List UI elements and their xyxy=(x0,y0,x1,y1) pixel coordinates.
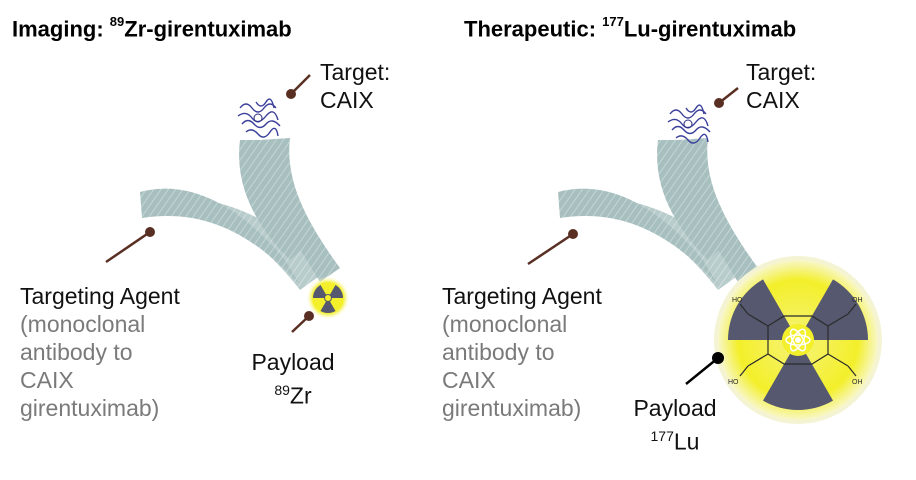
protein-structure-icon xyxy=(237,98,281,138)
therapeutic-agent-title: Targeting Agent xyxy=(442,283,602,309)
therapeutic-agent-desc-4: girentuximab) xyxy=(442,395,582,421)
therapeutic-agent-desc-3: CAIX xyxy=(442,367,496,393)
imaging-agent-desc-1: (monoclonal xyxy=(20,311,146,337)
imaging-payload-isotope-line: 89Zr xyxy=(240,376,346,410)
imaging-payload-isotope: Zr xyxy=(289,382,312,409)
imaging-target-line2: CAIX xyxy=(320,87,374,113)
protein-structure-icon xyxy=(667,104,711,144)
imaging-title: Imaging: 89Zr-girentuximab xyxy=(12,14,292,42)
therapeutic-target-line1: Target: xyxy=(746,59,817,85)
therapeutic-payload-label: Payload 177Lu xyxy=(622,394,728,456)
svg-text:HO: HO xyxy=(728,379,739,386)
therapeutic-target-line2: CAIX xyxy=(746,87,800,113)
imaging-panel: Imaging: 89Zr-girentuximab xyxy=(12,14,390,422)
antibody-icon xyxy=(140,138,340,290)
therapeutic-agent-desc-1: (monoclonal xyxy=(442,311,568,337)
therapeutic-diagram: HO OH HO OH xyxy=(527,87,882,424)
imaging-payload-label: Payload 89Zr xyxy=(240,348,346,410)
imaging-agent-label: Targeting Agent (monoclonal antibody to … xyxy=(20,282,180,422)
therapeutic-payload-isotope-line: 177Lu xyxy=(622,422,728,456)
imaging-agent-title: Targeting Agent xyxy=(20,283,180,309)
antibody-icon xyxy=(558,138,758,290)
radiation-chelator-icon: HO OH HO OH xyxy=(714,256,882,424)
imaging-payload-sup: 89 xyxy=(274,382,290,398)
imaging-title-suffix: Zr-girentuximab xyxy=(124,16,292,42)
payload-leader xyxy=(685,352,724,385)
imaging-diagram xyxy=(105,74,350,333)
svg-text:HO: HO xyxy=(732,297,743,304)
therapeutic-title-prefix: Therapeutic: xyxy=(464,16,603,42)
imaging-agent-desc-2: antibody to xyxy=(20,339,133,365)
imaging-target-line1: Target: xyxy=(320,59,391,85)
therapeutic-title: Therapeutic: 177Lu-girentuximab xyxy=(464,14,797,42)
leader-dots xyxy=(568,98,724,239)
imaging-agent-desc-4: girentuximab) xyxy=(20,395,160,421)
imaging-title-sup: 89 xyxy=(109,14,125,29)
therapeutic-payload-sup: 177 xyxy=(650,428,674,444)
svg-text:OH: OH xyxy=(852,297,863,304)
therapeutic-payload-title: Payload xyxy=(633,395,717,421)
imaging-title-prefix: Imaging: xyxy=(12,16,110,42)
therapeutic-agent-label: Targeting Agent (monoclonal antibody to … xyxy=(442,282,602,422)
therapeutic-panel: Therapeutic: 177Lu-girentuximab xyxy=(442,0,916,480)
leader-dots xyxy=(145,89,314,321)
radiation-symbol-icon xyxy=(306,276,350,320)
imaging-payload-title: Payload xyxy=(251,349,335,375)
therapeutic-agent-desc-2: antibody to xyxy=(442,339,555,365)
imaging-target-label: Target: CAIX xyxy=(320,58,390,114)
imaging-agent-desc-3: CAIX xyxy=(20,367,74,393)
therapeutic-payload-isotope: Lu xyxy=(673,428,700,455)
therapeutic-title-suffix: Lu-girentuximab xyxy=(623,16,797,42)
svg-text:OH: OH xyxy=(852,379,863,386)
therapeutic-target-label: Target: CAIX xyxy=(746,58,816,114)
therapeutic-title-sup: 177 xyxy=(602,14,624,29)
